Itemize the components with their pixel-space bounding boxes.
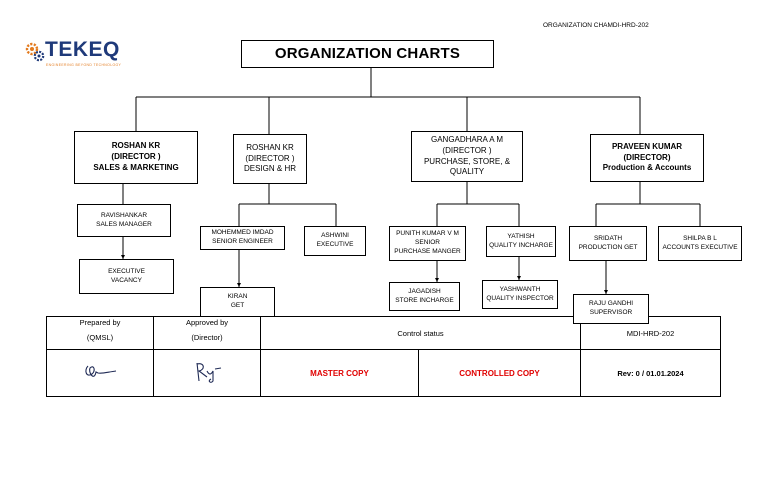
director-dept: Production & Accounts bbox=[602, 163, 692, 173]
staff-title: VACANCY bbox=[111, 276, 142, 284]
staff-title: SENIOR ENGINEER bbox=[212, 238, 273, 245]
master-copy-stamp: MASTER COPY bbox=[310, 368, 369, 378]
director-role: (DIRECTOR ) bbox=[442, 145, 492, 155]
director-dept: PURCHASE, STORE, & bbox=[423, 156, 511, 166]
staff-punith: PUNITH KUMAR V M SENIOR PURCHASE MANGER bbox=[389, 226, 466, 261]
director-role: (DIRECTOR) bbox=[623, 152, 671, 162]
staff-name: YASHWANTH bbox=[499, 285, 541, 293]
logo-wordmark: TEKEQ bbox=[45, 38, 120, 61]
controlled-copy-stamp: CONTROLLED COPY bbox=[459, 368, 540, 378]
staff-name: YATHISH bbox=[507, 232, 535, 240]
director-dept: DESIGN & HR bbox=[243, 164, 296, 174]
approved-by-role: (Director) bbox=[191, 333, 223, 342]
preparer-signature-cell bbox=[46, 349, 154, 397]
approved-by-label: Approved by bbox=[185, 318, 229, 327]
director-name: ROSHAN KR bbox=[246, 142, 294, 152]
approver-signature bbox=[196, 362, 222, 383]
revision-cell: Rev: 0 / 01.01.2024 bbox=[580, 349, 721, 397]
staff-title: PRODUCTION GET bbox=[578, 243, 638, 251]
staff-ravishankar: RAVISHANKAR SALES MANAGER bbox=[77, 204, 171, 237]
staff-name: JAGADISH bbox=[408, 287, 441, 295]
director-role: (DIRECTOR ) bbox=[111, 152, 161, 162]
prepared-by-role: (QMSL) bbox=[86, 333, 114, 342]
director-design-hr: ROSHAN KR (DIRECTOR ) DESIGN & HR bbox=[233, 134, 307, 184]
staff-ashwini: ASHWINI EXECUTIVE bbox=[304, 226, 366, 256]
prepared-by-label: Prepared by bbox=[79, 318, 121, 327]
staff-title: GET bbox=[230, 302, 245, 309]
prepared-by-cell: Prepared by (QMSL) bbox=[46, 316, 154, 350]
staff-name: PUNITH KUMAR V M bbox=[396, 230, 459, 238]
staff-kiran: KIRAN GET bbox=[200, 287, 275, 317]
preparer-signature bbox=[85, 365, 117, 377]
staff-name: RAVISHANKAR bbox=[100, 211, 148, 219]
staff-name: RAJU GANDHI bbox=[588, 300, 634, 308]
staff-sridath: SRIDATH PRODUCTION GET bbox=[569, 226, 647, 261]
control-status-label: Control status bbox=[397, 328, 444, 338]
director-purchase-store-quality: GANGADHARA A M (DIRECTOR ) PURCHASE, STO… bbox=[411, 131, 523, 182]
staff-title: STORE INCHARGE bbox=[395, 296, 454, 304]
control-status-cell: Control status bbox=[260, 316, 581, 350]
staff-name: EXECUTIVE bbox=[108, 267, 145, 275]
staff-name: SHILPA B L bbox=[683, 234, 717, 242]
gear-icon bbox=[25, 42, 45, 62]
staff-jagadish: JAGADISH STORE INCHARGE bbox=[389, 282, 460, 311]
staff-yathish: YATHISH QUALITY INCHARGE bbox=[486, 226, 556, 257]
approver-signature-cell bbox=[153, 349, 261, 397]
page-title: ORGANIZATION CHARTS bbox=[241, 40, 494, 68]
controlled-copy-cell: CONTROLLED COPY bbox=[418, 349, 581, 397]
director-dept: SALES & MARKETING bbox=[93, 162, 179, 172]
document-id: ORGANIZATION CHAMDI-HRD-202 bbox=[543, 22, 649, 29]
document-control-table: Prepared by (QMSL) Approved by (Director… bbox=[46, 316, 721, 397]
staff-executive-vacancy: EXECUTIVE VACANCY bbox=[79, 259, 174, 294]
director-dept-line2: QUALITY bbox=[449, 167, 485, 177]
doc-code: MDI-HRD-202 bbox=[626, 328, 675, 338]
director-name: ROSHAN KR bbox=[111, 141, 161, 151]
staff-raju: RAJU GANDHI SUPERVISOR bbox=[573, 294, 649, 324]
staff-name: SRIDATH bbox=[593, 234, 623, 242]
director-sales-marketing: ROSHAN KR (DIRECTOR ) SALES & MARKETING bbox=[74, 131, 198, 184]
director-production-accounts: PRAVEEN KUMAR (DIRECTOR) Production & Ac… bbox=[590, 134, 704, 182]
staff-name: ASHWINI bbox=[321, 232, 349, 240]
staff-title: SALES MANAGER bbox=[96, 220, 152, 228]
staff-title: QUALITY INSPECTOR bbox=[486, 294, 554, 302]
revision-text: Rev: 0 / 01.01.2024 bbox=[617, 368, 684, 378]
director-role: (DIRECTOR ) bbox=[245, 153, 295, 163]
staff-name: KIRAN bbox=[227, 293, 248, 301]
approved-by-cell: Approved by (Director) bbox=[153, 316, 261, 350]
staff-title: SUPERVISOR bbox=[589, 309, 633, 316]
staff-name: MOHEMMED IMDAD bbox=[211, 229, 274, 237]
company-logo: TEKEQ ENGINEERING BEYOND TECHNOLOGY bbox=[24, 38, 134, 72]
staff-title: EXECUTIVE bbox=[316, 241, 354, 248]
director-name: GANGADHARA A M bbox=[430, 134, 504, 144]
staff-title-line2: PURCHASE MANGER bbox=[394, 247, 461, 255]
logo-tagline: ENGINEERING BEYOND TECHNOLOGY bbox=[46, 63, 122, 67]
page-title-text: ORGANIZATION CHARTS bbox=[274, 44, 461, 62]
staff-imdad: MOHEMMED IMDAD SENIOR ENGINEER bbox=[200, 226, 285, 250]
staff-yashwanth: YASHWANTH QUALITY INSPECTOR bbox=[482, 280, 558, 309]
master-copy-cell: MASTER COPY bbox=[260, 349, 419, 397]
staff-shilpa: SHILPA B L ACCOUNTS EXECUTIVE bbox=[658, 226, 742, 261]
staff-title: ACCOUNTS EXECUTIVE bbox=[662, 243, 738, 251]
director-name: PRAVEEN KUMAR bbox=[611, 141, 683, 151]
staff-title: SENIOR bbox=[415, 239, 440, 247]
staff-title: QUALITY INCHARGE bbox=[489, 241, 553, 249]
